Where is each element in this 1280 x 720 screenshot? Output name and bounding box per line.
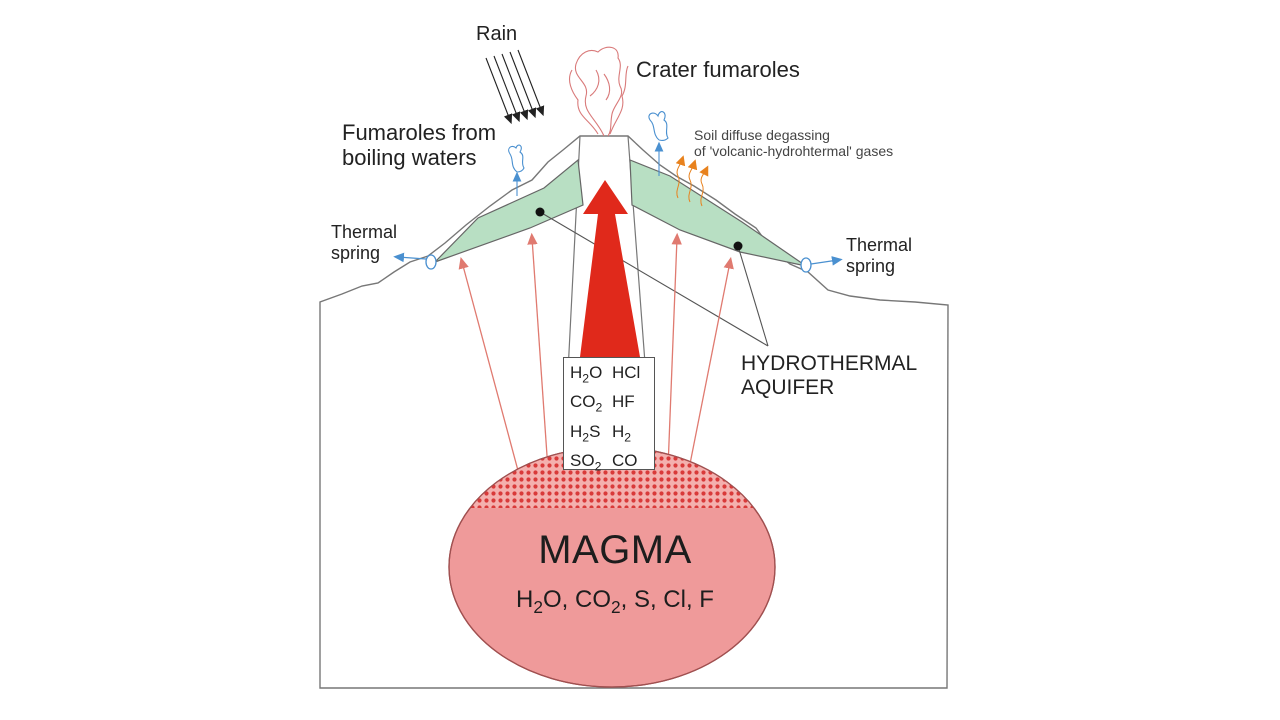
formula-base: H — [570, 421, 583, 441]
magma-composition: H2O, CO2, S, Cl, F — [450, 586, 780, 618]
formula-subscript: 2 — [582, 430, 590, 445]
fumaroles-boiling-label: Fumaroles from boiling waters — [342, 120, 496, 171]
thermal-spring-right-label: Thermal spring — [846, 235, 912, 276]
formula-tail: O, — [542, 586, 575, 613]
gas-species: H2 — [612, 420, 654, 449]
formula-tail: S — [589, 421, 601, 441]
fumaroles-boiling-line2: boiling waters — [342, 145, 477, 171]
formula-base: CO — [575, 586, 611, 613]
spring-outlet-icon — [800, 256, 843, 273]
aquifer-marker-right — [733, 241, 743, 251]
formula-base: SO — [570, 451, 595, 471]
formula-base: H — [612, 421, 625, 441]
aquifer-pointer-lines — [539, 211, 769, 347]
formula-subscript: 2 — [594, 459, 602, 474]
gas-flux-icon — [675, 155, 709, 207]
aquifer-left — [434, 158, 584, 263]
hydrothermal-aquifer-label: HYDROTHERMAL AQUIFER — [741, 352, 917, 400]
aquifer-line2: AQUIFER — [741, 376, 835, 400]
formula-base: HCl — [612, 363, 641, 382]
gas-species: HF — [612, 390, 654, 419]
gas-species: H2O — [570, 361, 612, 390]
soil-degassing-label: Soil diffuse degassing of 'volcanic-hydr… — [694, 127, 893, 159]
formula-tail: , S, Cl, F — [620, 586, 714, 613]
aquifer-line1: HYDROTHERMAL — [741, 352, 918, 375]
rain-label: Rain — [476, 23, 518, 45]
gas-species: CO2 — [570, 390, 612, 419]
soil-degassing-line2: of 'volcanic-hydrohtermal' gases — [694, 143, 894, 160]
thermal-spring-left-label: Thermal spring — [331, 222, 397, 263]
aquifer-right — [629, 159, 807, 267]
main-gas-arrow — [580, 180, 640, 357]
formula-subscript: 2 — [595, 400, 603, 415]
gas-path-arrows — [458, 232, 734, 479]
plume-icon — [569, 46, 629, 137]
formula-subscript: 2 — [624, 430, 632, 445]
thermal-spring-left-line1: Thermal — [331, 222, 398, 242]
thermal-spring-left-line2: spring — [331, 242, 381, 263]
formula-subscript: 2 — [582, 371, 590, 386]
formula-subscript: 2 — [611, 596, 621, 617]
formula-subscript: 2 — [533, 596, 543, 617]
formula-base: CO — [612, 451, 638, 471]
gas-species: SO2 — [570, 449, 612, 478]
thermal-spring-right-line2: spring — [846, 255, 896, 276]
magma-title: MAGMA — [538, 528, 692, 572]
spring-outlet-icon — [393, 252, 437, 270]
formula-base: H — [570, 363, 583, 382]
gas-species: CO — [612, 449, 654, 478]
gas-species: H2S — [570, 420, 612, 449]
formula-base: CO — [570, 392, 596, 412]
steam-icon — [648, 111, 669, 176]
crater-fumaroles-label: Crater fumaroles — [636, 57, 800, 82]
formula-base: H — [516, 586, 534, 613]
formula-tail: O — [589, 363, 603, 382]
soil-degassing-line1: Soil diffuse degassing — [694, 127, 830, 143]
rain-arrows-icon — [485, 49, 545, 125]
fumaroles-boiling-line1: Fumaroles from — [342, 120, 497, 145]
thermal-spring-right-line1: Thermal — [846, 235, 913, 255]
steam-icon — [508, 144, 525, 196]
aquifer-marker-left — [535, 207, 545, 217]
gas-species: HCl — [612, 361, 654, 390]
formula-base: HF — [612, 392, 635, 412]
